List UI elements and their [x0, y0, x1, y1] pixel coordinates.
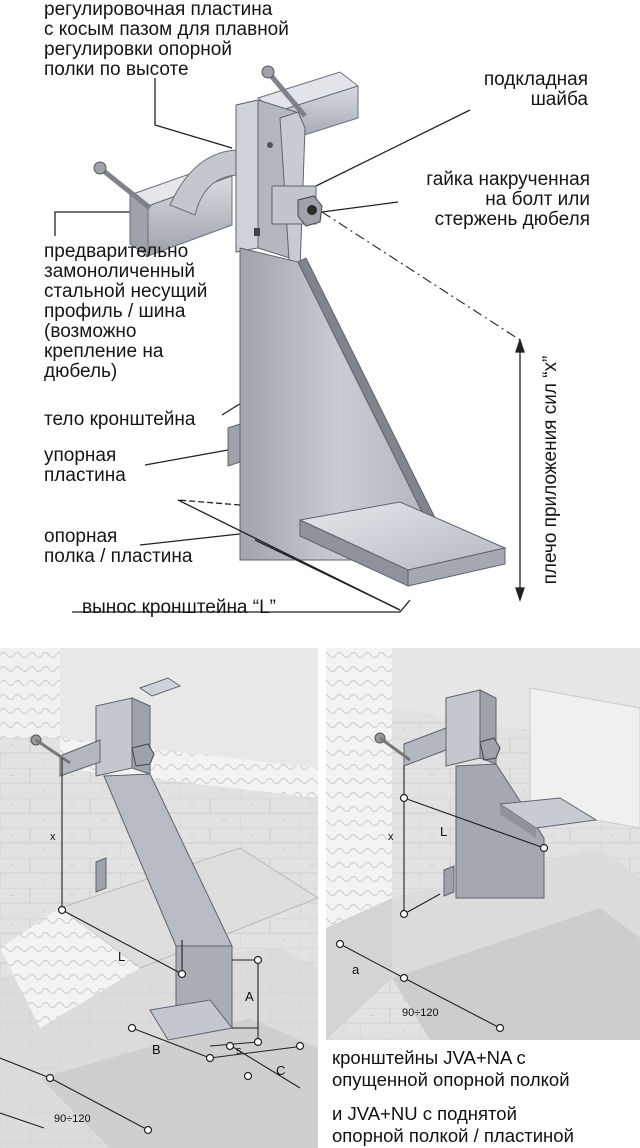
dim-a: a — [352, 962, 360, 977]
dim-range-left: 90÷120 — [54, 1113, 91, 1125]
nut-label: гайка накрученная на болт или стержень д… — [426, 169, 590, 230]
caption-line-3: и JVA+NU с поднятой — [332, 1103, 517, 1124]
support-shelf — [298, 501, 507, 587]
dim-B: B — [152, 1042, 161, 1057]
bracket-exploded-diagram: плечо приложения сил “x” — [54, 65, 561, 613]
dim-x-left: x — [50, 831, 56, 843]
profile-label: предварительно замоноличенный стальной н… — [44, 241, 208, 382]
offset-label: вынос кронштейна “L” — [82, 597, 276, 618]
left-dimension-lines — [0, 758, 305, 1131]
stop-plate-label: упорная пластина — [44, 445, 126, 486]
embedded-profile — [93, 149, 241, 257]
washer-label: подкладная шайба — [483, 69, 588, 110]
dim-L-left: L — [118, 949, 125, 964]
nut-assembly — [271, 185, 521, 341]
caption-line-1: кронштейны JVA+NA с — [332, 1047, 526, 1068]
support-shelf-label: опорная полка / пластина — [44, 526, 193, 567]
left-dimension-nodes — [45, 905, 305, 1135]
dim-C: C — [276, 1063, 285, 1078]
caption-line-4: опорной полкой / пластиной — [332, 1125, 574, 1146]
caption-line-2: опущенной опорной полкой — [332, 1069, 570, 1090]
dim-A: A — [245, 989, 254, 1004]
dim-L-right: L — [440, 824, 447, 839]
dim-x-right: x — [388, 831, 394, 843]
right-panel — [326, 648, 640, 1040]
installation-panels: x L A B s C 90÷120 x L a 90÷ — [0, 648, 640, 1148]
lever-arm-label: плечо приложения сил “x” — [540, 356, 561, 585]
right-dimension-nodes — [335, 793, 549, 1033]
stop-plate — [227, 423, 241, 467]
right-dimension-lines — [339, 766, 545, 1029]
dimension-lines — [177, 337, 525, 611]
left-panel — [0, 648, 320, 1148]
adjust-plate-label: регулировочная пластина с косым пазом дл… — [44, 0, 289, 80]
bracket-body-label: тело кронштейна — [44, 409, 196, 430]
dim-s: s — [236, 1045, 242, 1057]
bracket-body — [239, 247, 447, 561]
dim-range-right: 90÷120 — [402, 1007, 439, 1019]
